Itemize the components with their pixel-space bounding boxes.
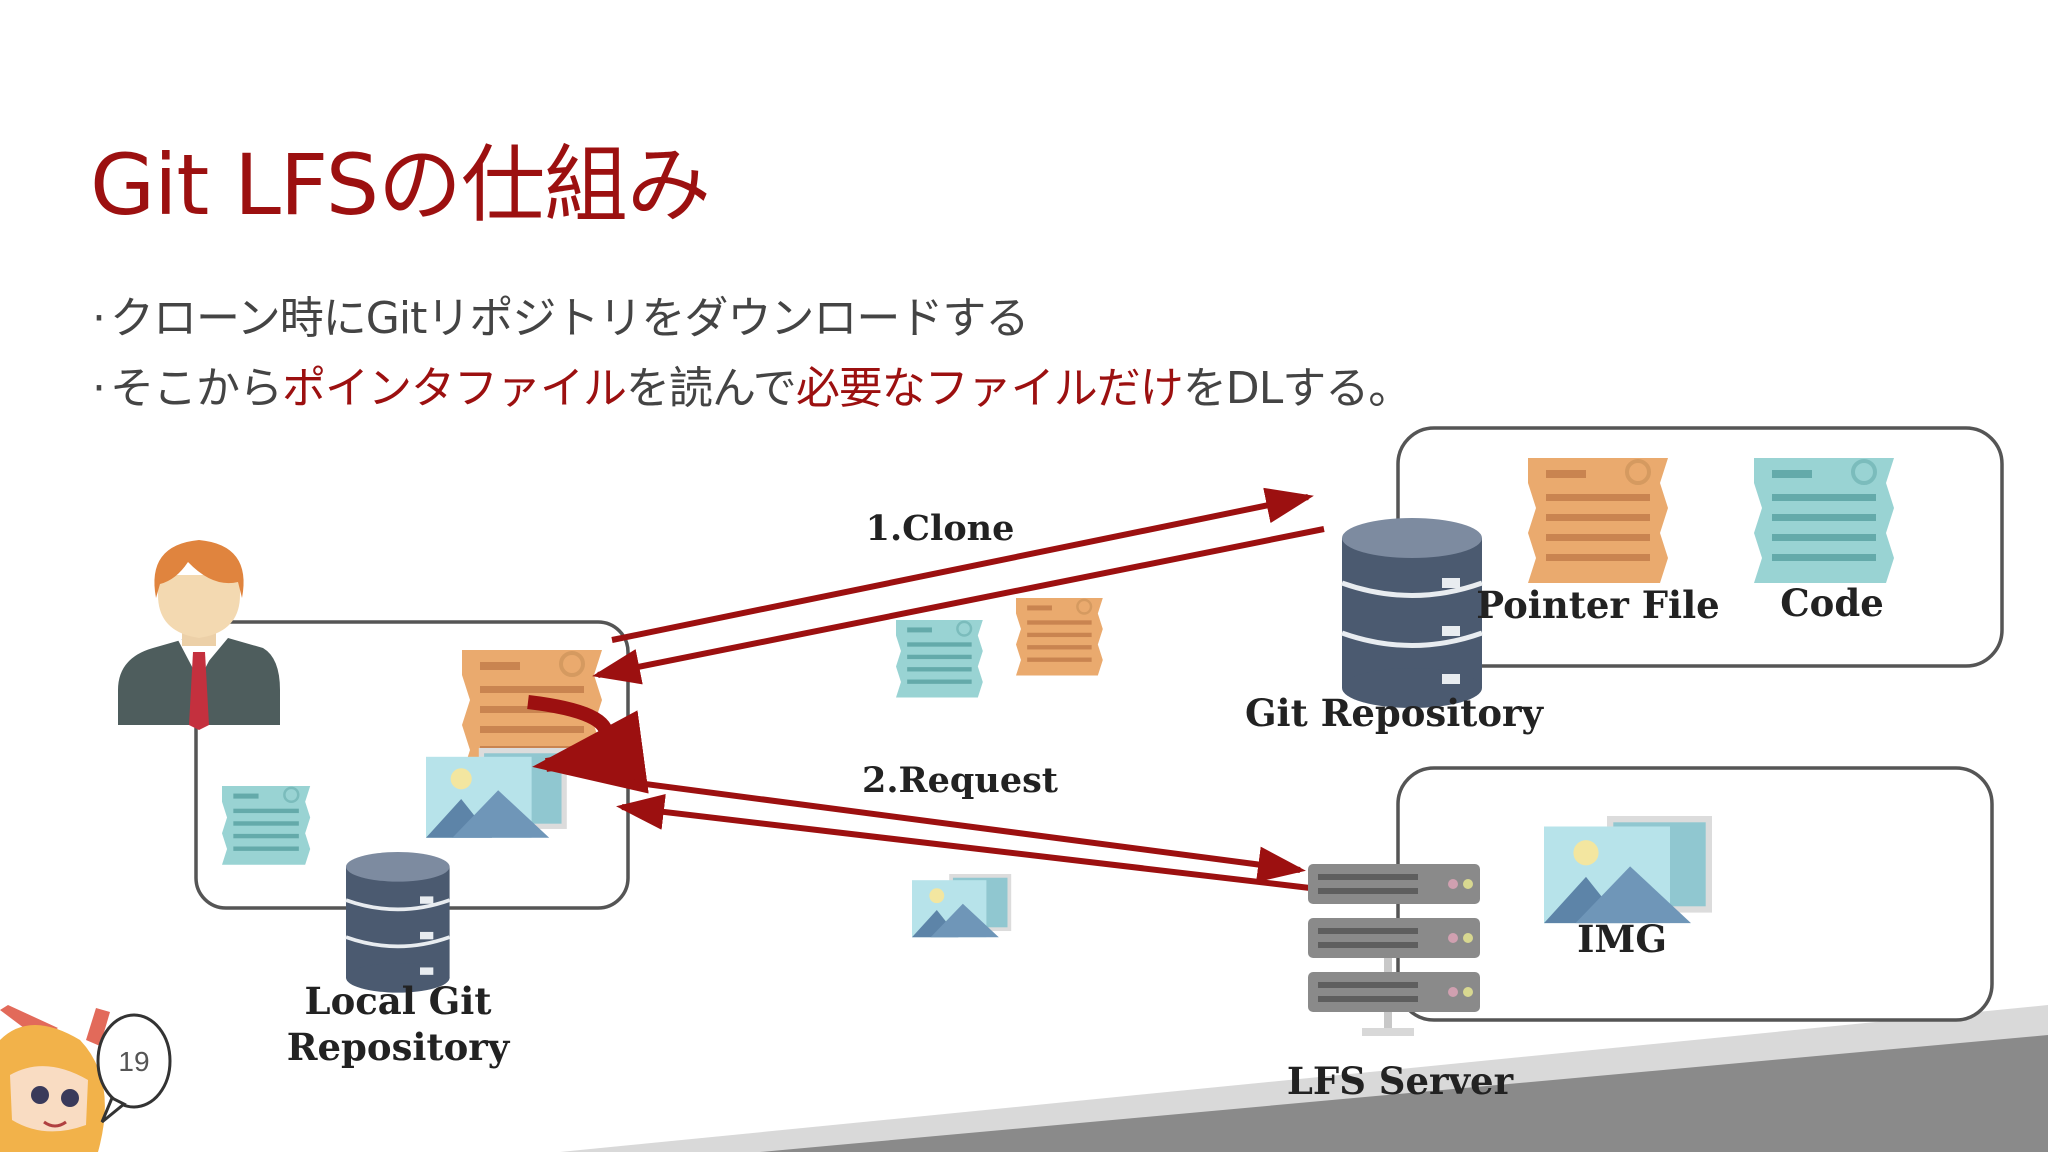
transfer-code-file-icon [894,618,985,699]
page-number-bubble-tail [100,1095,127,1124]
bullet-2-needed-files: 必要なファイルだけ [795,363,1184,414]
local-code-file-icon [220,784,312,867]
clone-arrow-in [592,526,1325,685]
code-label: Code [1780,581,1884,625]
lfs-server-label: LFS Server [1287,1059,1514,1103]
slide-title: Git LFSの仕組み [90,136,711,234]
user-icon [118,540,280,730]
clone-label: 1.Clone [866,508,1015,549]
bullet-2-part-1: そこから [110,363,283,414]
local-repo-label-line1: Local Git [305,979,492,1023]
bullet-mark: · [92,293,106,344]
transfer-pointer-file-icon [1014,596,1105,677]
page-number: 19 [118,1046,149,1077]
page-number-bubble [96,1013,172,1109]
pointer-file-icon [1526,456,1670,585]
bullet-1: ·クローン時にGitリポジトリをダウンロードする [92,282,1029,346]
replace-arrow-icon [527,695,649,794]
bullet-2-part-5: をDLする。 [1182,363,1412,414]
clone-arrow-out [611,487,1314,643]
git-repo-label: Git Repository [1245,691,1545,735]
request-arrow-out [629,779,1306,883]
bullet-mark: · [92,363,106,414]
git-db-icon [1342,518,1482,708]
lfs-image-icon [1544,816,1712,924]
request-arrow-in [616,794,1311,891]
bullet-2-part-3: を読んで [626,363,797,414]
bullet-1-text: クローン時にGitリポジトリをダウンロードする [110,293,1029,344]
decor-band-dark [760,1035,2048,1152]
local-db-icon [344,850,452,995]
img-label: IMG [1577,917,1667,961]
bullet-2: ·そこからポインタファイルを読んで必要なファイルだけをDLする。 [92,352,1412,416]
code-file-icon [1752,456,1896,585]
bullet-2-pointer-file: ポインタファイル [282,363,627,414]
local-repo-label-line2: Repository [287,1025,511,1069]
git-repo-box [1396,426,2004,668]
transfer-image-icon [912,874,1012,938]
mascot-icon [0,1005,110,1152]
lfs-server-icon [1308,864,1480,1036]
pointer-file-label: Pointer File [1476,583,1719,627]
request-label: 2.Request [862,760,1058,801]
